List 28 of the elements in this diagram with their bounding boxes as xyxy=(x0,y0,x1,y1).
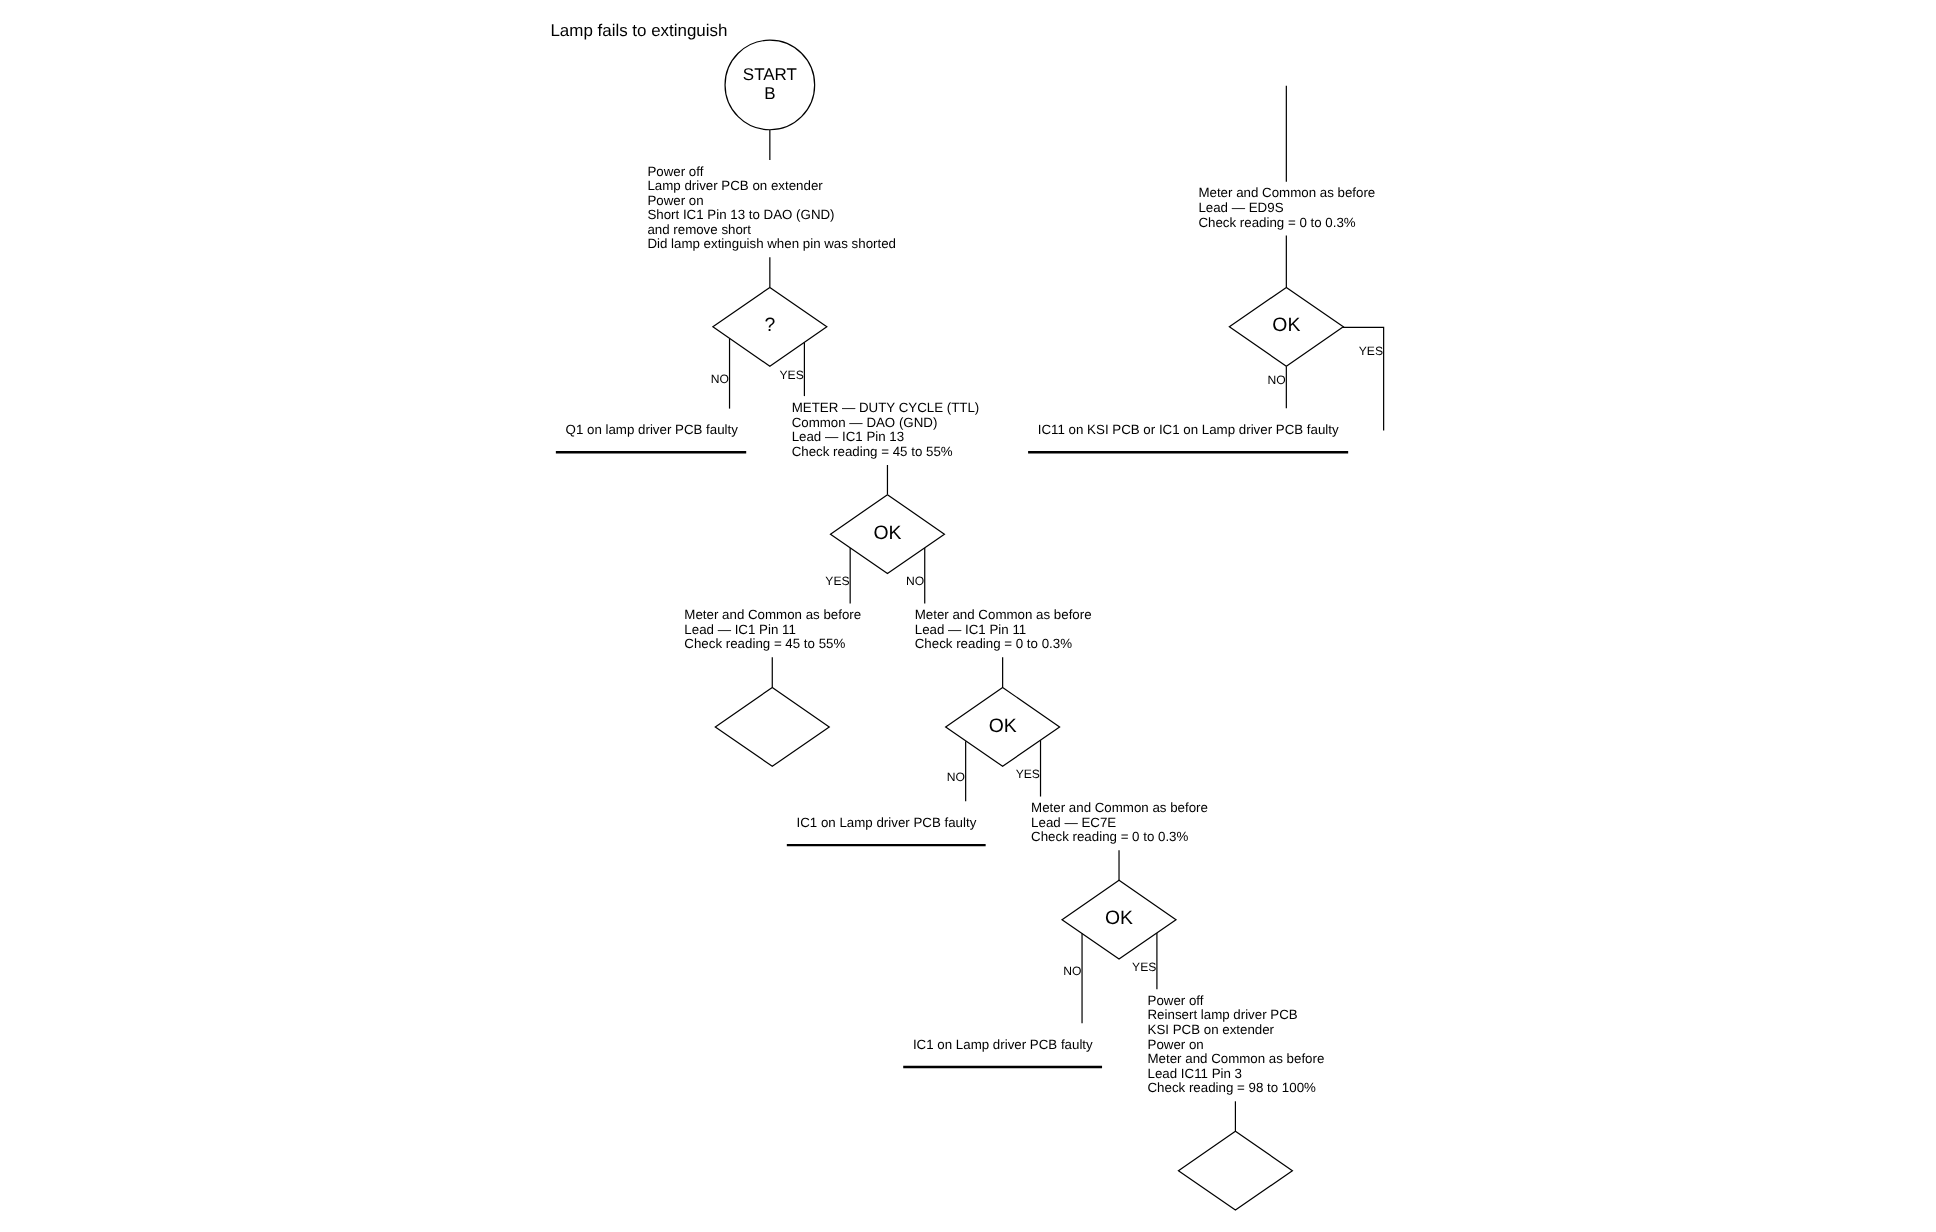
connector xyxy=(1080,933,1082,1024)
connector xyxy=(770,656,772,688)
connector xyxy=(802,341,804,397)
node-diamond xyxy=(1176,1130,1293,1211)
node-diamond: OK xyxy=(828,494,945,575)
connector xyxy=(964,740,966,802)
connector xyxy=(1233,1100,1236,1132)
connector xyxy=(1341,326,1384,431)
connector xyxy=(768,129,770,161)
connector xyxy=(1284,366,1286,409)
node-diamond: OK xyxy=(943,686,1060,768)
node-diamond: OK xyxy=(1059,879,1177,960)
connector xyxy=(1038,739,1041,798)
node-label: Lamp fails to extinguish xyxy=(549,19,727,40)
connector xyxy=(923,547,925,605)
connector xyxy=(885,464,888,495)
node-circle: START B xyxy=(723,39,815,131)
node-diamond xyxy=(713,686,830,768)
node-diamond: OK xyxy=(1227,286,1344,367)
node-diamond: ? xyxy=(710,286,827,367)
connector xyxy=(727,338,730,410)
connector xyxy=(1117,849,1119,881)
connector xyxy=(848,547,850,605)
connector xyxy=(768,256,770,288)
connector xyxy=(1284,85,1286,183)
connector xyxy=(1001,656,1003,688)
connector xyxy=(1155,932,1157,990)
connector xyxy=(1284,234,1286,288)
